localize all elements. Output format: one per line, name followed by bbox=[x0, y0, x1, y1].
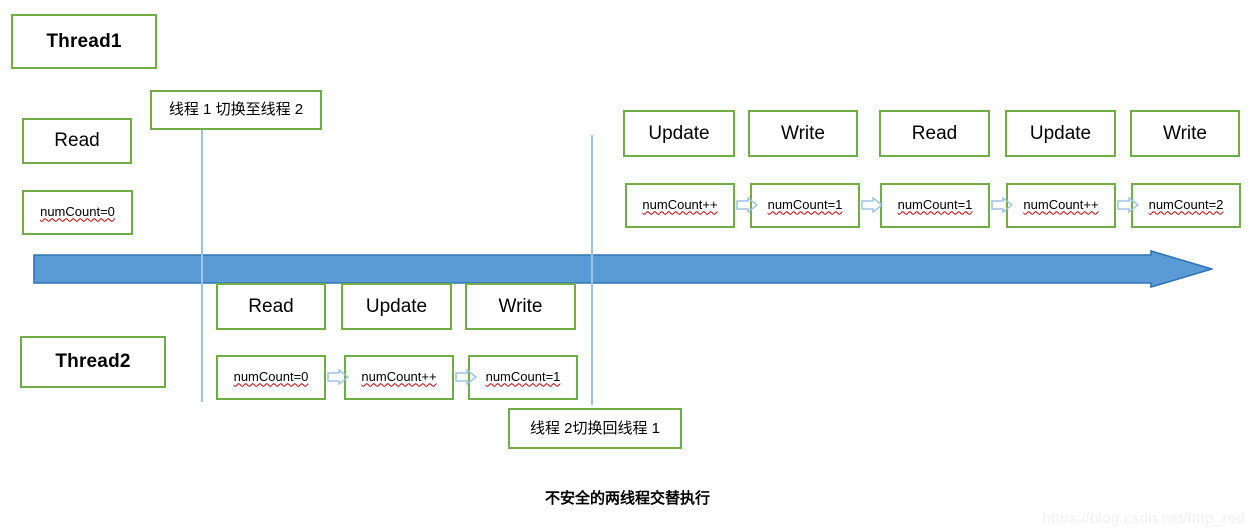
thread1-value-1-text: numCount=0 bbox=[40, 203, 115, 219]
thread1-value-4[interactable]: numCount=1 bbox=[880, 183, 990, 228]
thread2-value-1-text: numCount=0 bbox=[233, 368, 309, 384]
thread1-op-update-2[interactable]: Update bbox=[1005, 110, 1116, 157]
thread2-op-update[interactable]: Update bbox=[341, 283, 452, 330]
thread1-connector-arrow-4 bbox=[1117, 197, 1139, 213]
thread2-label-box[interactable]: Thread2 bbox=[20, 336, 166, 388]
thread1-op-write-1[interactable]: Write bbox=[748, 110, 858, 157]
watermark-url: https://blog.csdn.net/http_red bbox=[1042, 510, 1245, 527]
thread1-value-3-text: numCount=1 bbox=[767, 196, 843, 212]
thread1-connector-arrow-3 bbox=[991, 197, 1013, 213]
thread1-op-read-1[interactable]: Read bbox=[22, 118, 132, 164]
thread2-op-read[interactable]: Read bbox=[216, 283, 326, 330]
thread1-connector-arrow-1 bbox=[736, 197, 758, 213]
thread1-op-write-2[interactable]: Write bbox=[1130, 110, 1240, 157]
thread1-value-6-text: numCount=2 bbox=[1148, 196, 1224, 212]
note-switch-to-thread2[interactable]: 线程 1 切换至线程 2 bbox=[150, 90, 322, 130]
thread2-connector-arrow-2 bbox=[455, 369, 477, 385]
switch-line-1 bbox=[201, 130, 203, 402]
switch-line-2 bbox=[591, 135, 593, 405]
thread1-value-5[interactable]: numCount++ bbox=[1006, 183, 1116, 228]
thread1-value-4-text: numCount=1 bbox=[897, 196, 973, 212]
thread1-connector-arrow-2 bbox=[861, 197, 883, 213]
thread1-value-5-text: numCount++ bbox=[1023, 196, 1099, 212]
thread1-value-2[interactable]: numCount++ bbox=[625, 183, 735, 228]
thread1-value-3[interactable]: numCount=1 bbox=[750, 183, 860, 228]
note-switch-back-to-thread1[interactable]: 线程 2切换回线程 1 bbox=[508, 408, 682, 449]
thread1-value-2-text: numCount++ bbox=[642, 196, 718, 212]
thread2-value-2[interactable]: numCount++ bbox=[344, 355, 454, 400]
thread2-op-write[interactable]: Write bbox=[465, 283, 576, 330]
thread1-op-update-1[interactable]: Update bbox=[623, 110, 735, 157]
timeline-arrow bbox=[33, 250, 1213, 288]
thread2-value-2-text: numCount++ bbox=[361, 368, 437, 384]
thread2-value-3[interactable]: numCount=1 bbox=[468, 355, 578, 400]
thread2-value-1[interactable]: numCount=0 bbox=[216, 355, 326, 400]
thread2-value-3-text: numCount=1 bbox=[485, 368, 561, 384]
thread1-op-read-2[interactable]: Read bbox=[879, 110, 990, 157]
thread1-label-box[interactable]: Thread1 bbox=[11, 14, 157, 69]
thread1-value-1[interactable]: numCount=0 bbox=[22, 190, 133, 235]
diagram-caption: 不安全的两线程交替执行 bbox=[544, 489, 710, 507]
thread2-connector-arrow-1 bbox=[327, 369, 349, 385]
thread1-value-6[interactable]: numCount=2 bbox=[1131, 183, 1241, 228]
